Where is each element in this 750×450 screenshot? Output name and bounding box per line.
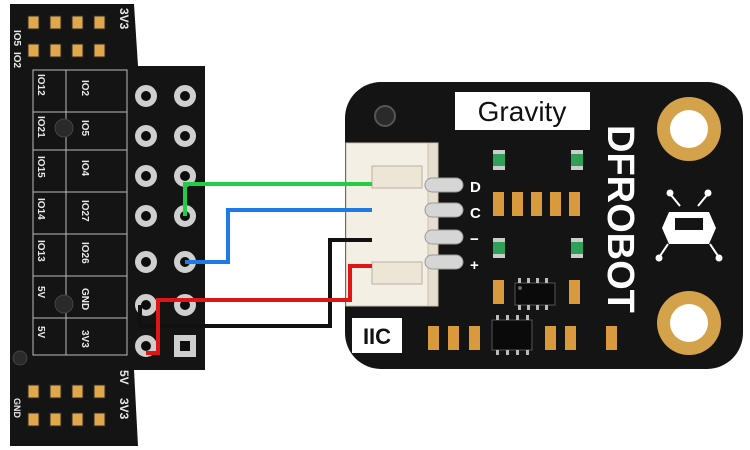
adapter-hole — [12, 350, 28, 366]
ic-chip — [514, 282, 556, 306]
left-col-label: IO15 — [35, 156, 46, 178]
smd-components — [428, 150, 617, 355]
adapter-hole — [54, 118, 74, 138]
robot-logo — [655, 189, 723, 262]
gravity-module: Gravity DFROBOT IIC — [345, 82, 743, 369]
header-pin — [135, 85, 157, 107]
wire-data-green — [183, 182, 372, 216]
wire-power-red — [146, 264, 372, 355]
top-label: IO5 — [11, 30, 22, 47]
pin-label-ground: − — [470, 231, 479, 248]
bottom-label: 5V — [117, 370, 131, 385]
right-col-label: IO5 — [79, 120, 90, 137]
bottom-label: 3V3 — [117, 398, 131, 420]
interface-label: IIC — [363, 324, 391, 349]
mounting-hole-top-left — [374, 105, 396, 127]
pin-label-power: + — [470, 257, 479, 274]
left-col-label: IO21 — [35, 116, 46, 138]
header-pin — [135, 125, 157, 147]
header-pin — [174, 125, 196, 147]
right-col-label: IO4 — [79, 160, 90, 177]
left-col-label: IO14 — [35, 198, 46, 220]
title-plate — [455, 92, 590, 130]
module-title: Gravity — [478, 96, 567, 127]
right-col-label: IO26 — [79, 242, 90, 264]
wire-ground-black — [138, 238, 372, 328]
pin-label-clock: C — [470, 205, 481, 222]
wire-clock-blue — [185, 208, 372, 264]
bottom-pad-array — [27, 384, 106, 427]
header-pin — [135, 205, 157, 227]
right-col-label: IO27 — [79, 200, 90, 222]
bottom-label: GND — [12, 398, 22, 419]
left-col-label: IO12 — [35, 74, 46, 96]
module-pcb — [345, 82, 743, 369]
top-label: IO2 — [11, 52, 22, 69]
right-col-label: IO2 — [79, 80, 90, 97]
top-label: 3V3 — [117, 8, 131, 30]
iic-plate — [352, 318, 402, 353]
right-col-label: GND — [79, 288, 90, 310]
ic-chip — [491, 319, 533, 351]
left-col-label: 5V — [35, 326, 46, 339]
adapter-labels: IO2 IO5 3V3 IO12 IO21 IO15 IO14 IO13 5V … — [11, 8, 131, 420]
header-pin — [135, 251, 157, 273]
left-col-label: IO13 — [35, 240, 46, 262]
header-pin — [174, 85, 196, 107]
header-pin — [174, 165, 196, 187]
brand-logo: DFROBOT — [599, 125, 641, 313]
left-col-label: 5V — [35, 286, 46, 299]
pin-label-data: D — [470, 179, 481, 196]
right-col-label: 3V3 — [79, 330, 90, 348]
header-pin-square — [174, 335, 196, 357]
connector-pins — [424, 177, 464, 270]
mounting-hole-top-right-inner — [670, 110, 708, 148]
gravity-connector — [345, 142, 464, 307]
wires — [138, 182, 372, 355]
header-pin — [135, 165, 157, 187]
adapter-board: IO2 IO5 3V3 IO12 IO21 IO15 IO14 IO13 5V … — [10, 4, 205, 446]
top-pad-array — [27, 15, 106, 58]
adapter-hole — [54, 294, 74, 314]
mounting-hole-bottom-right-inner — [670, 304, 708, 342]
